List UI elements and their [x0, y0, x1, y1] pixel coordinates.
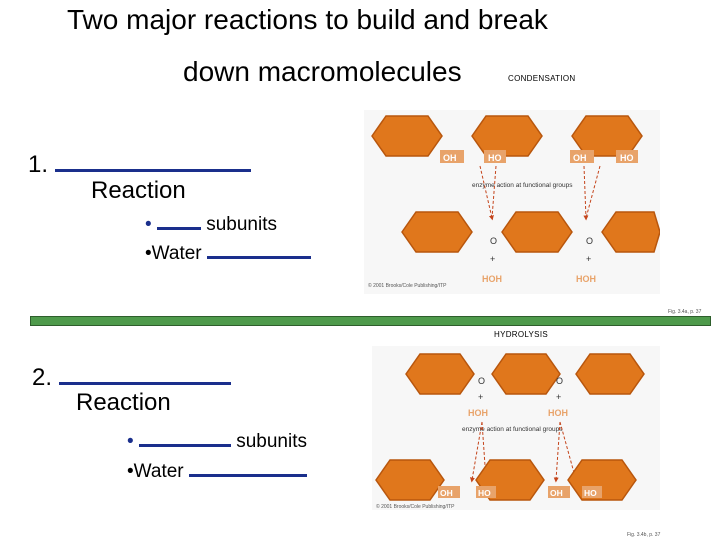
- bullet-dot: •: [145, 214, 152, 235]
- section1-number: 1.: [28, 151, 49, 178]
- section2-water-text: •Water: [127, 461, 184, 482]
- enzyme-label: enzyme action at functional groups: [462, 426, 563, 433]
- hexagon-icon: [575, 353, 645, 395]
- plus-sign: +: [478, 392, 483, 402]
- oxygen-label: O: [586, 236, 593, 246]
- oh-label: OH: [440, 488, 453, 498]
- hexagon-icon: [405, 353, 475, 395]
- section2-blank: [58, 360, 231, 385]
- section2-water-blank: [188, 458, 307, 477]
- oh-label: OH: [573, 153, 587, 163]
- hydrolysis-figure: O O + + HOH HOH enzyme action at functio…: [372, 346, 660, 510]
- oxygen-label: O: [490, 236, 497, 246]
- water-label: HOH: [576, 274, 596, 284]
- oh-label: OH: [443, 153, 457, 163]
- ho-label: HO: [488, 153, 502, 163]
- hexagon-icon: [401, 211, 473, 253]
- figure2-caption: Fig. 3.4b, p. 37: [627, 532, 661, 538]
- hexagon-icon: [371, 115, 443, 157]
- ho-label: HO: [584, 488, 597, 498]
- section2-bullet1: • subunits: [127, 428, 307, 453]
- section1-bullet2: •Water: [145, 240, 311, 265]
- plus-sign: +: [490, 254, 495, 264]
- oxygen-label: O: [556, 376, 563, 386]
- oh-label: OH: [550, 488, 563, 498]
- section2-line: 2.: [32, 360, 231, 392]
- section1-water-blank: [206, 240, 311, 259]
- condensation-figure: OH HO OH HO enzyme action at functional …: [364, 110, 660, 294]
- divider-bar: [30, 316, 711, 326]
- water-label: HOH: [468, 408, 488, 418]
- section1-water-text: •Water: [145, 243, 202, 264]
- section1-blank: [54, 147, 251, 172]
- section2-number: 2.: [32, 364, 53, 391]
- hexagon-icon: [491, 353, 561, 395]
- section2-reaction: Reaction: [76, 389, 171, 416]
- section1-line: 1.: [28, 147, 251, 179]
- ho-label: HO: [620, 153, 634, 163]
- section1-subunits-blank: [156, 211, 201, 230]
- hexagon-icon: [471, 115, 543, 157]
- bullet-dot: •: [127, 431, 134, 452]
- ho-label: HO: [478, 488, 491, 498]
- hydrolysis-label: HYDROLYSIS: [494, 330, 548, 339]
- section1-reaction: Reaction: [91, 177, 186, 204]
- hexagon-icon: [501, 211, 573, 253]
- oxygen-label: O: [478, 376, 485, 386]
- plus-sign: +: [586, 254, 591, 264]
- figure1-credit: © 2001 Brooks/Cole Publishing/ITP: [368, 282, 447, 289]
- condensation-label: CONDENSATION: [508, 74, 576, 83]
- figure1-caption: Fig. 3.4a, p. 37: [668, 309, 702, 315]
- section2-bullet2: •Water: [127, 458, 307, 483]
- section2-subunits-text: subunits: [236, 431, 307, 452]
- section2-subunits-blank: [138, 428, 231, 447]
- slide-title-line1: Two major reactions to build and break: [67, 4, 548, 35]
- section1-subunits-text: subunits: [206, 214, 277, 235]
- hexagon-icon: [375, 459, 445, 501]
- hexagon-icon: [601, 211, 660, 253]
- water-label: HOH: [548, 408, 568, 418]
- plus-sign: +: [556, 392, 561, 402]
- section1-bullet1: • subunits: [145, 211, 277, 236]
- water-label: HOH: [482, 274, 502, 284]
- enzyme-label: enzyme action at functional groups: [472, 182, 573, 189]
- slide-title-line2: down macromolecules: [183, 56, 462, 87]
- figure2-credit: © 2001 Brooks/Cole Publishing/ITP: [376, 503, 455, 510]
